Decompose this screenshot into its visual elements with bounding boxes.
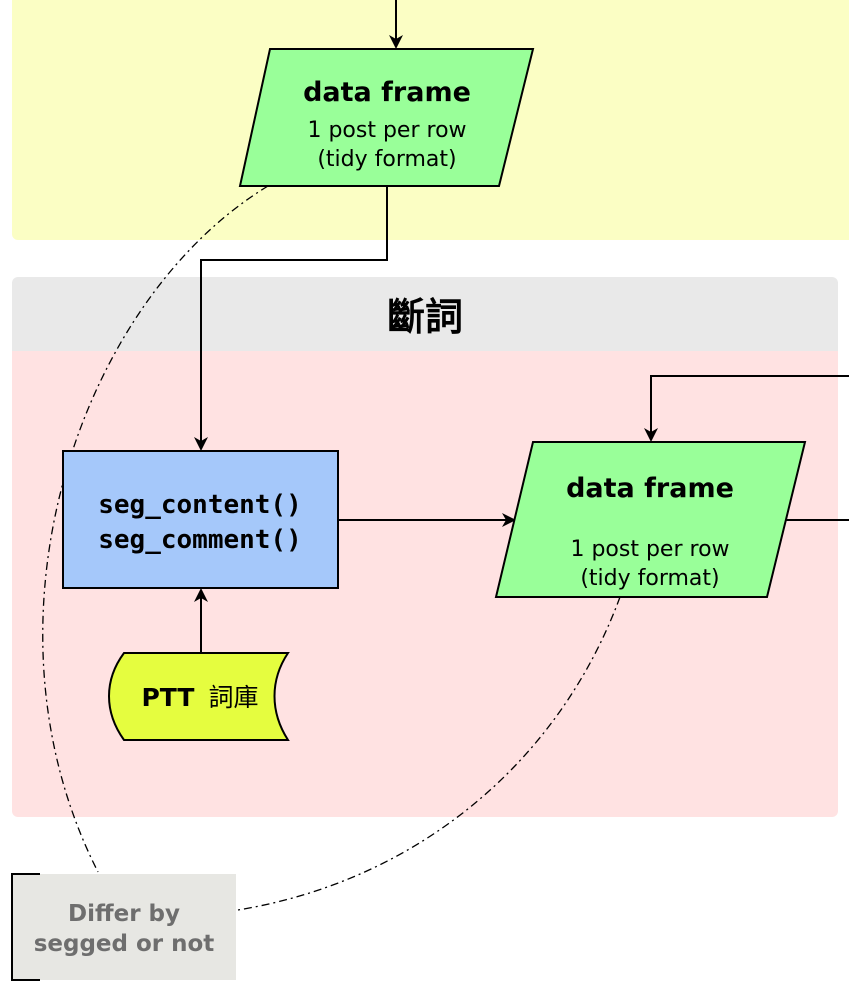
seg-comment-label: seg_comment() (98, 525, 302, 555)
data-frame-right-line1: 1 post per row (570, 537, 729, 562)
arrow-top-frame-to-seg (194, 186, 388, 451)
annotation-box (12, 874, 236, 980)
data-frame-right-line2: (tidy format) (580, 566, 719, 591)
section-title: 斷詞 (387, 295, 463, 339)
annotation-line1: Differ by (68, 901, 180, 927)
seg-function-box (62, 450, 339, 589)
annotation-bracket (11, 873, 40, 981)
pink-region-top (12, 351, 838, 371)
data-frame-top-line1: 1 post per row (307, 118, 466, 143)
section-header-base (12, 330, 838, 351)
arrow-incoming-right-frame (644, 375, 849, 442)
annotation-link-right (237, 596, 621, 911)
data-frame-top-title: data frame (303, 77, 471, 108)
annotation-line2: segged or not (34, 931, 215, 957)
seg-content-label: seg_content() (98, 490, 302, 520)
dictionary-shape (108, 652, 290, 741)
data-frame-top (238, 48, 535, 187)
data-frame-right-title: data frame (566, 473, 734, 504)
dictionary-label: PTT 詞庫 (141, 683, 258, 712)
data-frame-top-line2: (tidy format) (317, 147, 456, 172)
data-frame-right (494, 441, 807, 598)
